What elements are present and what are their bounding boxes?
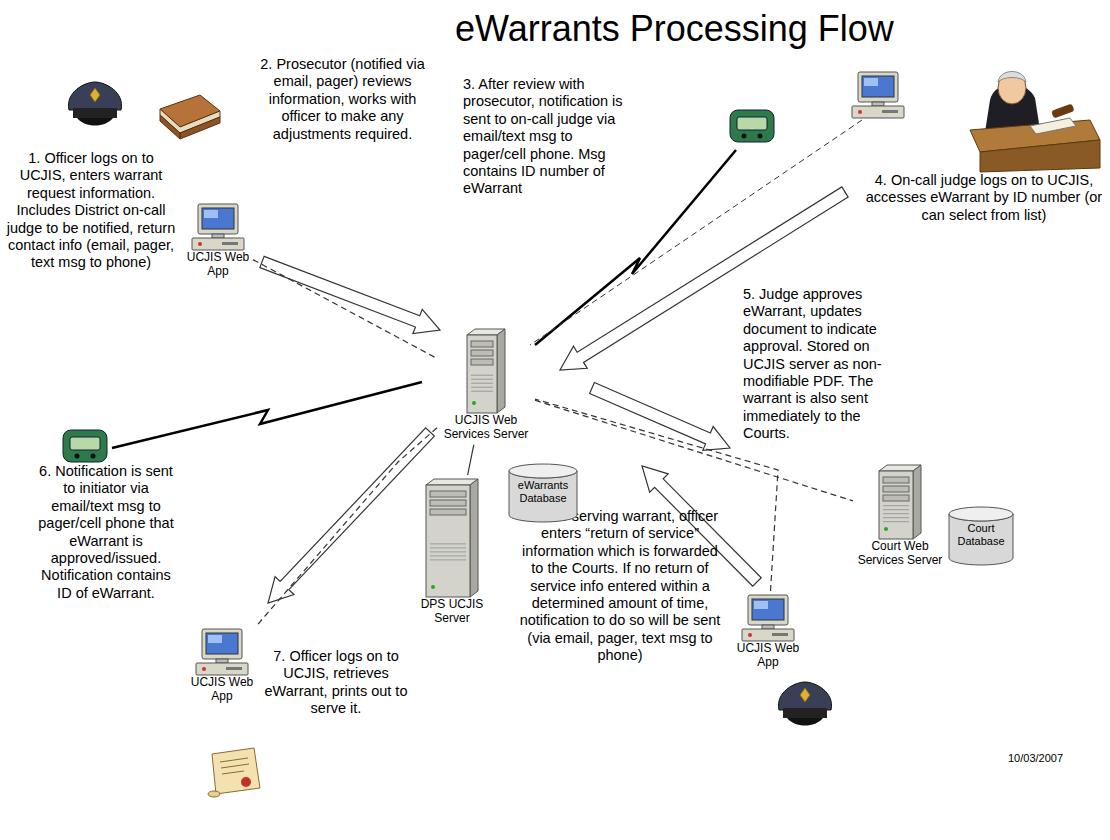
workstation-node: UCJIS Web App bbox=[736, 594, 800, 670]
step-note: 2. Prosecutor (notified via email, pager… bbox=[255, 56, 430, 143]
node-caption: Court Web Services Server bbox=[856, 540, 944, 568]
flow-arrow bbox=[257, 250, 444, 342]
workstation-node: UCJIS Web App bbox=[186, 203, 250, 279]
server-node: Court Web Services Server bbox=[856, 464, 944, 568]
server-node: UCJIS Web Services Server bbox=[440, 328, 532, 442]
computer-icon bbox=[195, 628, 249, 676]
node-caption: eWarrants Database bbox=[508, 463, 578, 504]
case-folder bbox=[160, 95, 220, 139]
judge-computer bbox=[852, 72, 904, 118]
node-caption: UCJIS Web App bbox=[186, 251, 250, 279]
network-link bbox=[253, 260, 437, 359]
pager bbox=[730, 110, 774, 142]
diagram-title: eWarrants Processing Flow bbox=[455, 8, 894, 50]
flow-arrow bbox=[587, 376, 735, 460]
flow-arrow bbox=[259, 423, 440, 612]
police-hat bbox=[778, 682, 831, 726]
pager bbox=[63, 430, 107, 462]
server-node: DPS UCJIS Server bbox=[406, 478, 498, 626]
computer-icon bbox=[191, 203, 245, 251]
police-hat bbox=[68, 82, 121, 126]
node-caption: UCJIS Web App bbox=[190, 676, 254, 704]
step-note: 3. After review with prosecutor, notific… bbox=[463, 76, 633, 198]
step-note: 6. Notification is sent to initiator via… bbox=[36, 463, 176, 602]
node-caption: DPS UCJIS Server bbox=[406, 598, 498, 626]
step-note: 8. After serving warrant, officer enters… bbox=[515, 508, 725, 665]
wireless-bolt bbox=[112, 382, 422, 448]
network-link bbox=[257, 428, 437, 625]
step-note: 4. On-call judge logs on to UCJIS, acces… bbox=[862, 172, 1106, 224]
warrant-scroll bbox=[208, 748, 260, 797]
server-icon bbox=[878, 464, 922, 540]
step-note: 7. Officer logs on to UCJIS, retrieves e… bbox=[262, 648, 410, 718]
database-cylinder: Court Database bbox=[948, 506, 1014, 566]
step-note: 1. Officer logs on to UCJIS, enters warr… bbox=[5, 150, 177, 272]
node-caption: UCJIS Web App bbox=[736, 642, 800, 670]
server-icon bbox=[466, 328, 506, 414]
judge-figure bbox=[970, 72, 1100, 173]
computer-icon bbox=[741, 594, 795, 642]
network-link bbox=[468, 445, 474, 475]
node-caption: Court Database bbox=[948, 506, 1014, 547]
node-caption: UCJIS Web Services Server bbox=[440, 414, 532, 442]
workstation-node: UCJIS Web App bbox=[190, 628, 254, 704]
date-note: 10/03/2007 bbox=[1008, 752, 1098, 765]
wireless-bolt bbox=[535, 150, 736, 345]
step-note: 5. Judge approves eWarrant, updates docu… bbox=[743, 286, 908, 443]
server-icon bbox=[425, 478, 479, 598]
database-cylinder: eWarrants Database bbox=[508, 463, 578, 523]
